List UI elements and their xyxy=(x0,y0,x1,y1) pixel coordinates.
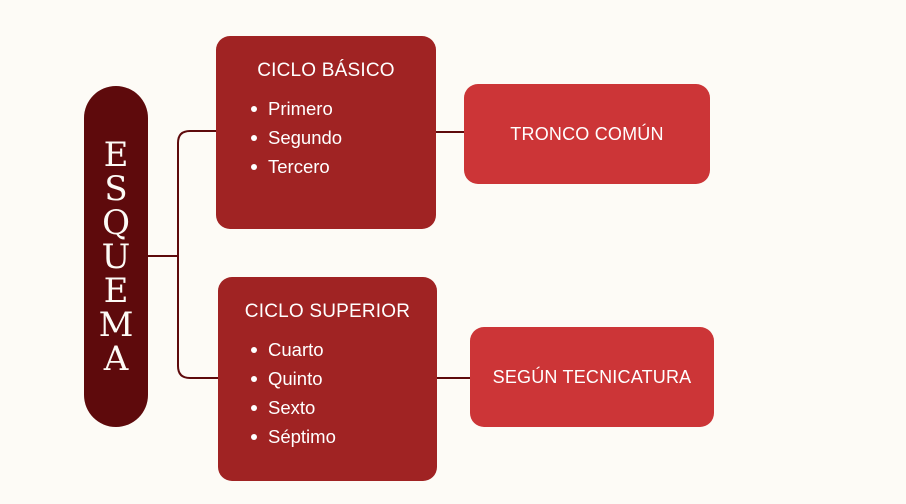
branch-connector xyxy=(177,130,218,379)
tronco-comun-label: TRONCO COMÚN xyxy=(510,123,664,144)
list-item: Primero xyxy=(249,94,436,123)
ciclo-basico-title: CICLO BÁSICO xyxy=(257,60,395,81)
esquema-spine: E S Q U E M A xyxy=(84,86,148,427)
list-item: Séptimo xyxy=(249,422,437,451)
spine-letter: Q xyxy=(102,202,130,243)
ciclo-basico-list: Primero Segundo Tercero xyxy=(249,94,436,181)
spine-letter: E xyxy=(103,270,129,311)
spine-letter: A xyxy=(103,338,129,379)
segun-tecnicatura-box: SEGÚN TECNICATURA xyxy=(470,327,714,427)
spine-letter: S xyxy=(104,168,128,209)
list-item: Cuarto xyxy=(249,335,437,364)
ciclo-superior-list: Cuarto Quinto Sexto Séptimo xyxy=(249,335,437,451)
spine-letter: U xyxy=(101,236,131,277)
spine-letter: E xyxy=(103,134,129,175)
list-item: Sexto xyxy=(249,393,437,422)
tronco-comun-box: TRONCO COMÚN xyxy=(464,84,710,184)
ciclo-superior-title: CICLO SUPERIOR xyxy=(244,301,411,322)
ciclo-basico-box: CICLO BÁSICO Primero Segundo Tercero xyxy=(216,36,436,229)
spine-letter: M xyxy=(98,304,134,345)
segun-tecnicatura-label: SEGÚN TECNICATURA xyxy=(492,366,692,387)
list-item: Tercero xyxy=(249,152,436,181)
list-item: Quinto xyxy=(249,364,437,393)
ciclo-superior-box: CICLO SUPERIOR Cuarto Quinto Sexto Sépti… xyxy=(218,277,437,481)
list-item: Segundo xyxy=(249,123,436,152)
